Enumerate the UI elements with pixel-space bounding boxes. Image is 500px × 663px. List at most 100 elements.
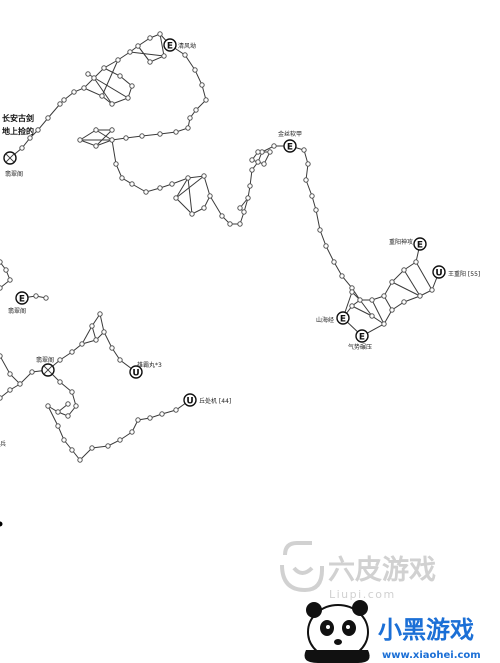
route-node [7,277,13,283]
route-edge [9,33,171,159]
route-node [309,193,315,199]
quest-u-marker-icon [432,265,446,279]
route-node [429,287,435,293]
enemy-e-marker-icon [163,38,177,52]
route-node [381,321,387,327]
route-node [93,143,99,149]
route-node [0,285,3,291]
route-edge [391,281,421,297]
marker-jiuguan: U 雄霸丸*3 [129,361,162,379]
label-jinsi: 金丝软甲 [278,130,302,138]
marker-qiye: E 气势碾压 [348,329,372,351]
enemy-e-marker-icon [413,237,427,251]
route-node [129,181,135,187]
route-node [192,67,198,73]
route-node [169,181,175,187]
route-node [93,337,99,343]
route-node [97,311,103,317]
route-node [69,349,75,355]
route-node [247,183,253,189]
route-node [77,137,83,143]
route-node [147,35,153,41]
route-node [389,279,395,285]
route-node [185,125,191,131]
route-edge [187,177,193,215]
route-node [255,149,261,155]
route-node [71,89,77,95]
route-node [109,101,115,107]
route-node [0,259,3,265]
xiaohei-watermark: 小黑游戏 www.xiaohei.com [304,600,481,663]
route-node [331,259,337,265]
route-node [381,293,387,299]
route-node [249,167,255,173]
label-chuyang3: 翡翠阁 [36,356,54,364]
route-node [35,127,41,133]
quest-u-marker-icon [183,393,197,407]
route-node [237,205,243,211]
route-node [0,395,3,401]
marker-jinsi: E 金丝软甲 [278,130,302,153]
route-node [241,209,247,215]
route-node [267,149,273,155]
marker-qiu: U 丘处机 [44] [183,393,231,407]
xiaohei-name: 小黑游戏 [378,616,474,644]
route-node [159,411,165,417]
route-node [57,357,63,363]
route-node [65,413,71,419]
route-node [129,429,135,435]
route-node [29,369,35,375]
route-node [143,189,149,195]
route-node [401,299,407,305]
route-edges [0,33,440,461]
route-node [33,293,39,299]
marker-wang: U 王重阳 [55] [432,265,480,279]
enemy-e-marker-icon [336,311,350,325]
route-node [89,323,95,329]
route-node [219,213,225,219]
label-qiye: 气势碾压 [348,343,372,351]
marker-letter: U [132,369,139,379]
liupi-logo-icon [280,541,324,593]
route-node [109,345,115,351]
route-node [349,289,355,295]
route-node [109,137,115,143]
route-node [135,43,141,49]
enemy-e-marker-icon [283,139,297,153]
marker-letter: E [287,143,293,153]
route-node [227,221,233,227]
enemy-e-marker-icon [355,329,369,343]
xiaohei-url: www.xiaohei.com [382,650,481,661]
panda-mascot-icon [304,600,370,663]
label-fengyue: 清风坳 [178,42,196,50]
route-node [109,127,115,133]
route-node [349,303,355,309]
route-node [99,93,105,99]
route-node [357,297,363,303]
route-node [101,65,107,71]
route-node [147,59,153,65]
route-node [129,83,135,89]
route-node [0,353,3,359]
route-edge [175,175,205,199]
route-node [199,82,205,88]
route-edge [101,59,119,97]
route-edge [351,305,373,317]
route-edge [111,139,211,215]
route-edge [81,325,93,345]
route-node [161,53,167,59]
liupi-url: Liupi.com [329,588,396,601]
route-node [77,457,83,463]
route-node [79,341,85,347]
enemy-e-marker-icon [15,291,29,305]
route-node [261,161,267,167]
route-node [271,143,277,149]
route-node [55,423,61,429]
route-node [301,147,307,153]
route-node [19,145,25,151]
route-node [369,297,375,303]
route-node [139,133,145,139]
route-node [17,381,23,387]
marker-shanhai: E 山海经 [316,311,350,325]
